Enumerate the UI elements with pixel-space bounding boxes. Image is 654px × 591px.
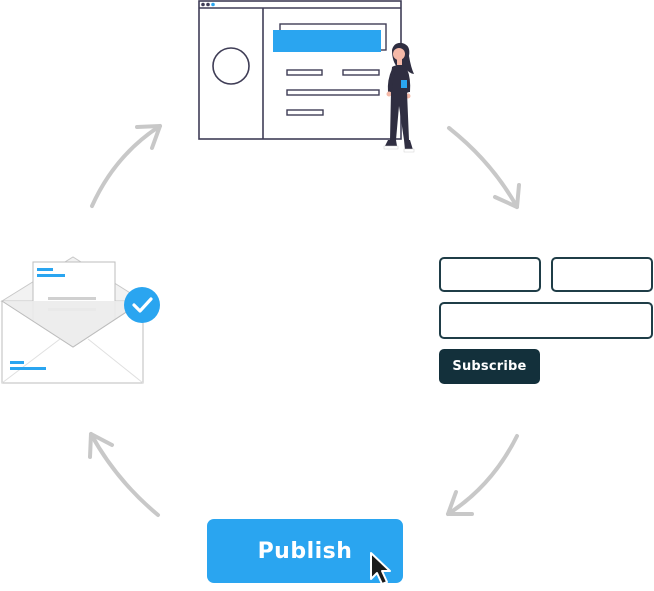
envelope-icon xyxy=(0,256,160,384)
form-input-first[interactable] xyxy=(439,257,541,292)
checkmark-badge-icon xyxy=(124,287,160,323)
form-input-second[interactable] xyxy=(551,257,653,292)
publish-button[interactable]: Publish xyxy=(207,519,403,583)
cursor-pointer-icon xyxy=(370,552,391,585)
person-illustration xyxy=(383,42,415,153)
browser-window-illustration xyxy=(198,0,402,140)
cycle-arrow-icon xyxy=(446,434,519,516)
cycle-arrow-icon xyxy=(447,126,521,209)
subscribe-button[interactable]: Subscribe xyxy=(439,349,540,384)
form-input-email[interactable] xyxy=(439,302,653,339)
cycle-arrow-icon xyxy=(90,124,162,208)
cycle-arrow-icon xyxy=(88,432,160,517)
